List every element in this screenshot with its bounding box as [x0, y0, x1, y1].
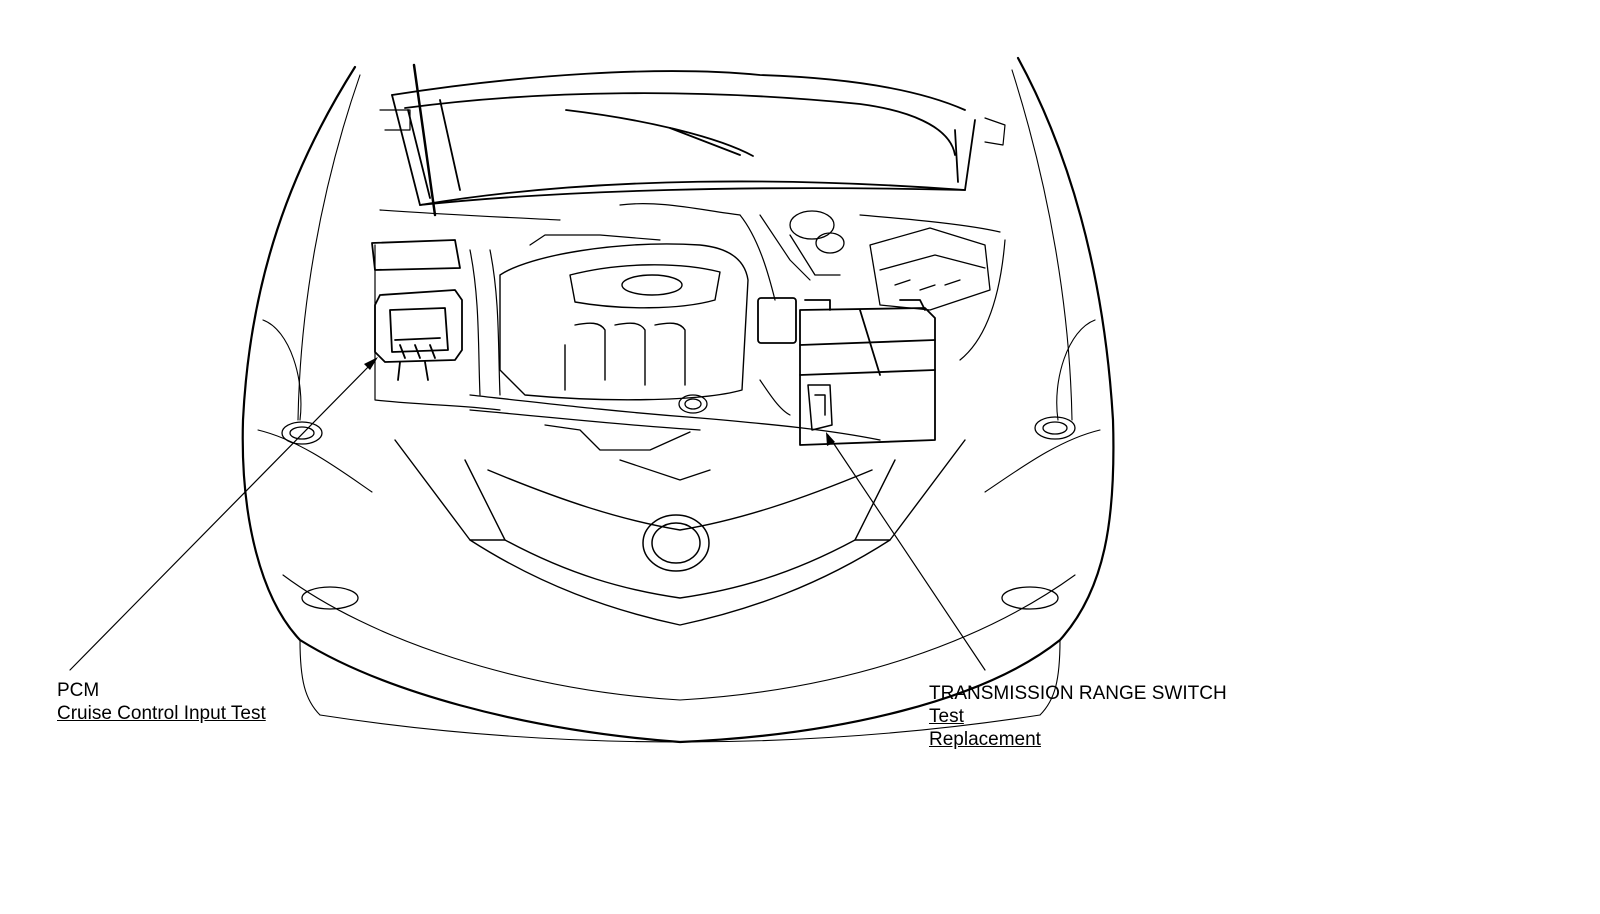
trs-leader-line [827, 434, 986, 671]
air-cleaner-box [869, 227, 991, 311]
strut-brace [469, 394, 881, 481]
oil-filler-cap [678, 394, 708, 414]
brake-fluid-reservoir [789, 210, 845, 276]
trs-arrowhead [826, 432, 835, 446]
battery [757, 297, 936, 446]
pcm-callout: PCM Cruise Control Input Test [57, 679, 266, 725]
leader-arrowheads [364, 357, 835, 446]
front-grille [394, 439, 966, 626]
car-body-contours [257, 69, 1101, 743]
pcm-label: PCM [57, 680, 100, 701]
trs-replacement-link[interactable]: Replacement [929, 729, 1041, 750]
brand-emblem [642, 514, 710, 572]
fog-lamps [301, 586, 1059, 610]
engine-bay [374, 209, 1006, 411]
engine-cover [499, 243, 749, 401]
pcm-arrowhead [364, 357, 378, 370]
cruise-control-input-test-link[interactable]: Cruise Control Input Test [57, 703, 266, 724]
trs-test-link[interactable]: Test [929, 706, 964, 727]
engine-hoses [469, 203, 811, 416]
hood-prop-rod [412, 63, 437, 217]
pcm-leader-line [69, 359, 376, 671]
headlights [281, 416, 1076, 445]
hood-hinges [379, 109, 1006, 146]
transmission-range-switch-label: TRANSMISSION RANGE SWITCH [929, 683, 1227, 704]
trs-connector [807, 384, 833, 431]
hood-panel [391, 70, 976, 206]
transmission-range-switch-callout: TRANSMISSION RANGE SWITCH Test Replaceme… [929, 682, 1227, 751]
leader-lines [69, 359, 986, 671]
car-body-outline [241, 56, 1115, 744]
pcm-unit [371, 239, 463, 381]
